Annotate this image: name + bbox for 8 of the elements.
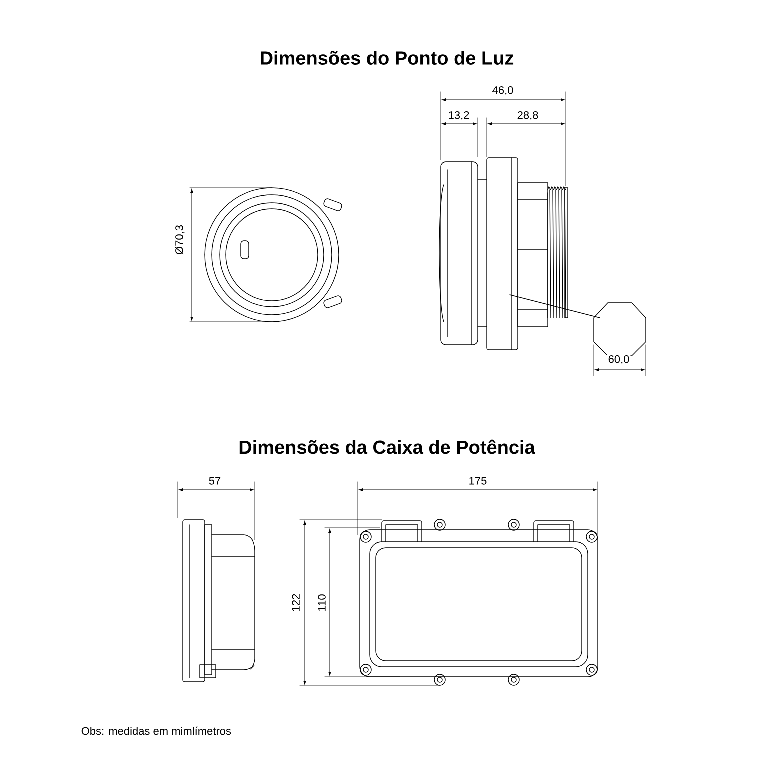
dimension-label: 57 — [208, 476, 222, 486]
heading: Dimensões do Ponto de Luz — [258, 50, 516, 66]
dimension-label: 110 — [317, 593, 327, 613]
heading: Dimensões da Caixa de Potência — [238, 438, 536, 456]
note-text: Obs: medidas em mimlímetros — [80, 726, 233, 736]
dimension-label: 122 — [291, 592, 301, 614]
dimension-label: 175 — [468, 476, 488, 486]
dimension-label: Ø70,3 — [174, 224, 186, 256]
